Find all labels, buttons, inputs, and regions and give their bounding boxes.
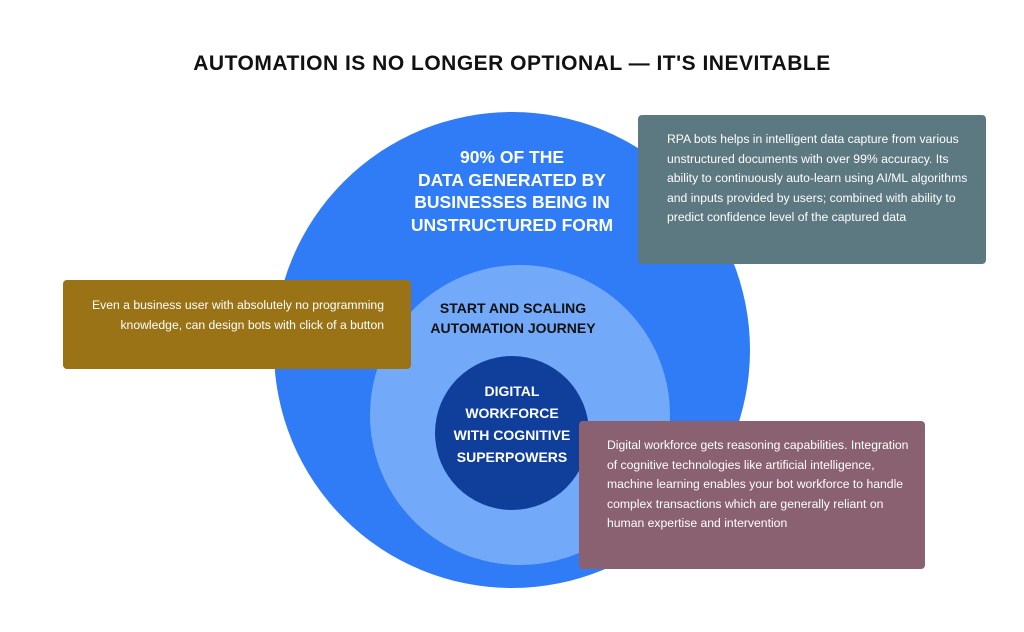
rpa-callout-text: RPA bots helps in intelligent data captu… xyxy=(667,132,968,224)
inner-circle xyxy=(435,356,589,510)
digital-workforce-callout-box: Digital workforce gets reasoning capabil… xyxy=(579,421,925,569)
digital-workforce-callout-text: Digital workforce gets reasoning capabil… xyxy=(607,438,909,530)
rpa-callout-box: RPA bots helps in intelligent data captu… xyxy=(638,115,986,264)
business-user-callout-box: Even a business user with absolutely no … xyxy=(63,280,411,369)
middle-circle-label: START AND SCALING AUTOMATION JOURNEY xyxy=(430,300,596,336)
business-user-callout-text: Even a business user with absolutely no … xyxy=(92,298,384,332)
inner-circle-label: DIGITAL WORKFORCE WITH COGNITIVE SUPERPO… xyxy=(453,383,571,465)
diagram-title: AUTOMATION IS NO LONGER OPTIONAL — IT'S … xyxy=(193,52,831,75)
outer-circle-label: 90% OF THE DATA GENERATED BY BUSINESSES … xyxy=(410,147,614,235)
